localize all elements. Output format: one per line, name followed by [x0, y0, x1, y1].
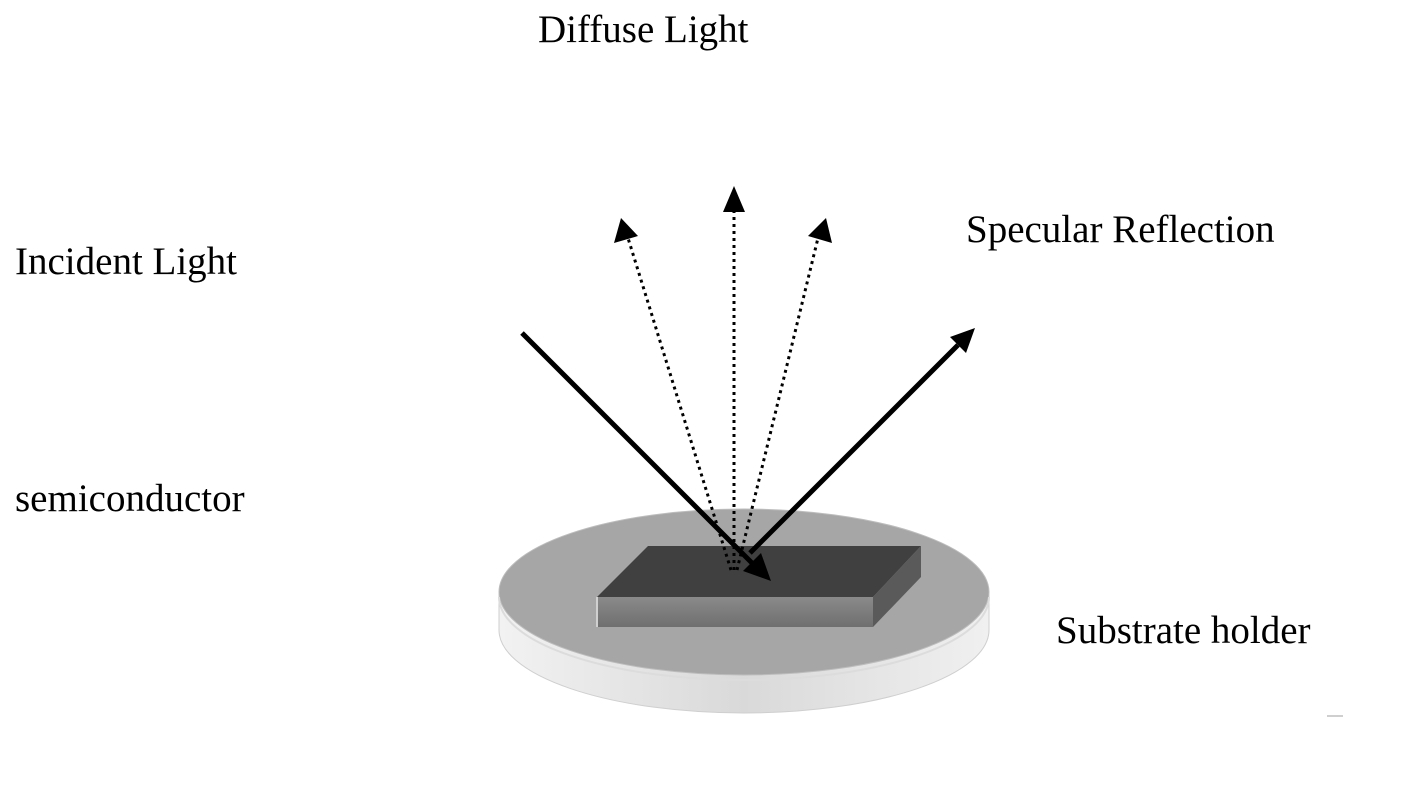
diffuse-arrowhead-center: [723, 186, 745, 212]
chip-side-face: [873, 546, 921, 627]
substrate-holder-label: Substrate holder: [1056, 609, 1311, 652]
semiconductor-label: semiconductor: [15, 477, 245, 520]
specular-arrowhead: [950, 328, 975, 353]
diffuse-rays: [626, 210, 820, 571]
chip-front-face: [597, 597, 873, 627]
specular-ray: [748, 328, 975, 555]
diffuse-light-label: Diffuse Light: [538, 8, 749, 51]
diffuse-ray-left: [626, 237, 733, 571]
diffuse-arrowhead-right: [808, 218, 832, 243]
diffuse-arrowhead-left: [614, 218, 638, 243]
incident-arrowhead: [743, 553, 771, 581]
incident-light-label: Incident Light: [15, 240, 238, 283]
diffuse-arrowheads: [614, 186, 832, 243]
diffuse-ray-right: [735, 237, 820, 571]
specular-reflection-label: Specular Reflection: [966, 208, 1275, 251]
substrate-holder-rim: [498, 596, 990, 681]
incident-ray: [520, 331, 771, 581]
